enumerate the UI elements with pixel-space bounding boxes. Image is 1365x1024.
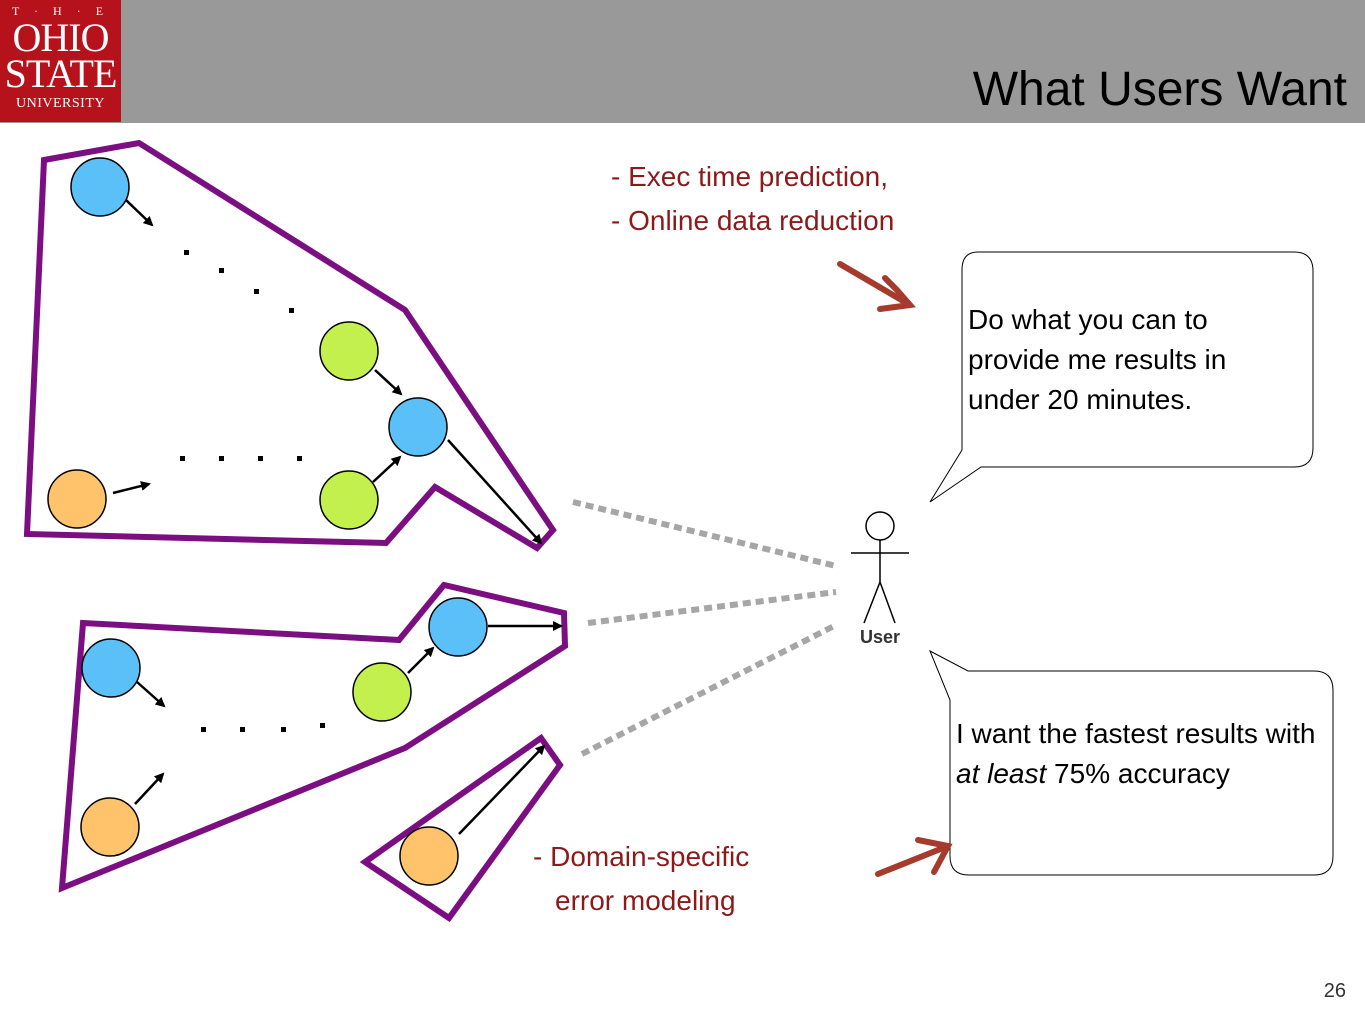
header-bar <box>0 0 1365 123</box>
task-node-blue <box>70 157 130 217</box>
ellipsis-dots <box>180 250 325 732</box>
task-node-orange <box>80 797 140 857</box>
logo-line-2: OHIO <box>12 15 110 60</box>
user-link-1 <box>572 499 837 569</box>
logo-line-1: T · H · E <box>11 4 110 18</box>
speech-bubble-bottom <box>929 649 1334 876</box>
slide-title: What Users Want <box>972 63 1347 116</box>
edge-arrow <box>125 199 154 227</box>
edge-arrow <box>134 772 165 805</box>
task-node-orange <box>399 826 459 886</box>
user-link-3 <box>580 622 838 757</box>
callout-bottom: - Domain-specific error modeling <box>533 835 749 923</box>
page-number: 26 <box>1323 980 1346 1002</box>
task-node-green <box>319 470 379 530</box>
edge-arrow <box>112 481 151 495</box>
speech-bubble-top <box>929 251 1314 503</box>
edge-arrow <box>458 744 546 835</box>
edge-arrow <box>447 439 543 545</box>
logo-line-4: UNIVERSITY <box>16 96 105 111</box>
workflow-group-outline-1 <box>23 139 557 552</box>
bubble-bottom-suffix: 75% accuracy <box>1046 758 1230 789</box>
callout-bottom-line-2: error modeling <box>555 885 736 916</box>
workflow-group-outline-3 <box>359 733 564 923</box>
task-node-blue <box>388 397 448 457</box>
hand-drawn-arrow-bottom <box>875 837 953 877</box>
edge-arrow <box>372 455 402 483</box>
bubble-bottom-emphasis: at least <box>956 758 1047 789</box>
workflow-group-outline-2 <box>58 581 569 893</box>
edge-arrow <box>407 646 435 674</box>
task-node-orange <box>47 469 107 529</box>
edge-arrow <box>136 681 166 708</box>
university-logo: T · H · E OHIO STATE UNIVERSITY <box>0 0 121 122</box>
bubble-bottom-prefix: I want the fastest results with <box>956 718 1316 749</box>
task-node-green <box>319 321 379 381</box>
callout-top-line-1: - Exec time prediction, <box>611 161 888 192</box>
speech-bubble-top-text: Do what you can to provide me results in… <box>968 304 1227 415</box>
edge-arrow <box>374 369 403 396</box>
task-node-blue <box>81 638 141 698</box>
task-node-blue <box>428 597 488 657</box>
callout-bottom-line-1: - Domain-specific <box>533 841 750 872</box>
user-actor-label: User <box>860 627 900 647</box>
callout-top-line-2: - Online data reduction <box>611 205 895 236</box>
speech-bubble-bottom-text: I want the fastest results with at least… <box>956 714 1321 794</box>
task-node-green <box>352 662 412 722</box>
hand-drawn-arrow-top <box>837 261 916 312</box>
logo-line-3: STATE <box>4 51 118 96</box>
user-actor-icon <box>851 511 909 624</box>
user-link-2 <box>587 589 837 626</box>
callout-top: - Exec time prediction, - Online data re… <box>611 155 894 243</box>
